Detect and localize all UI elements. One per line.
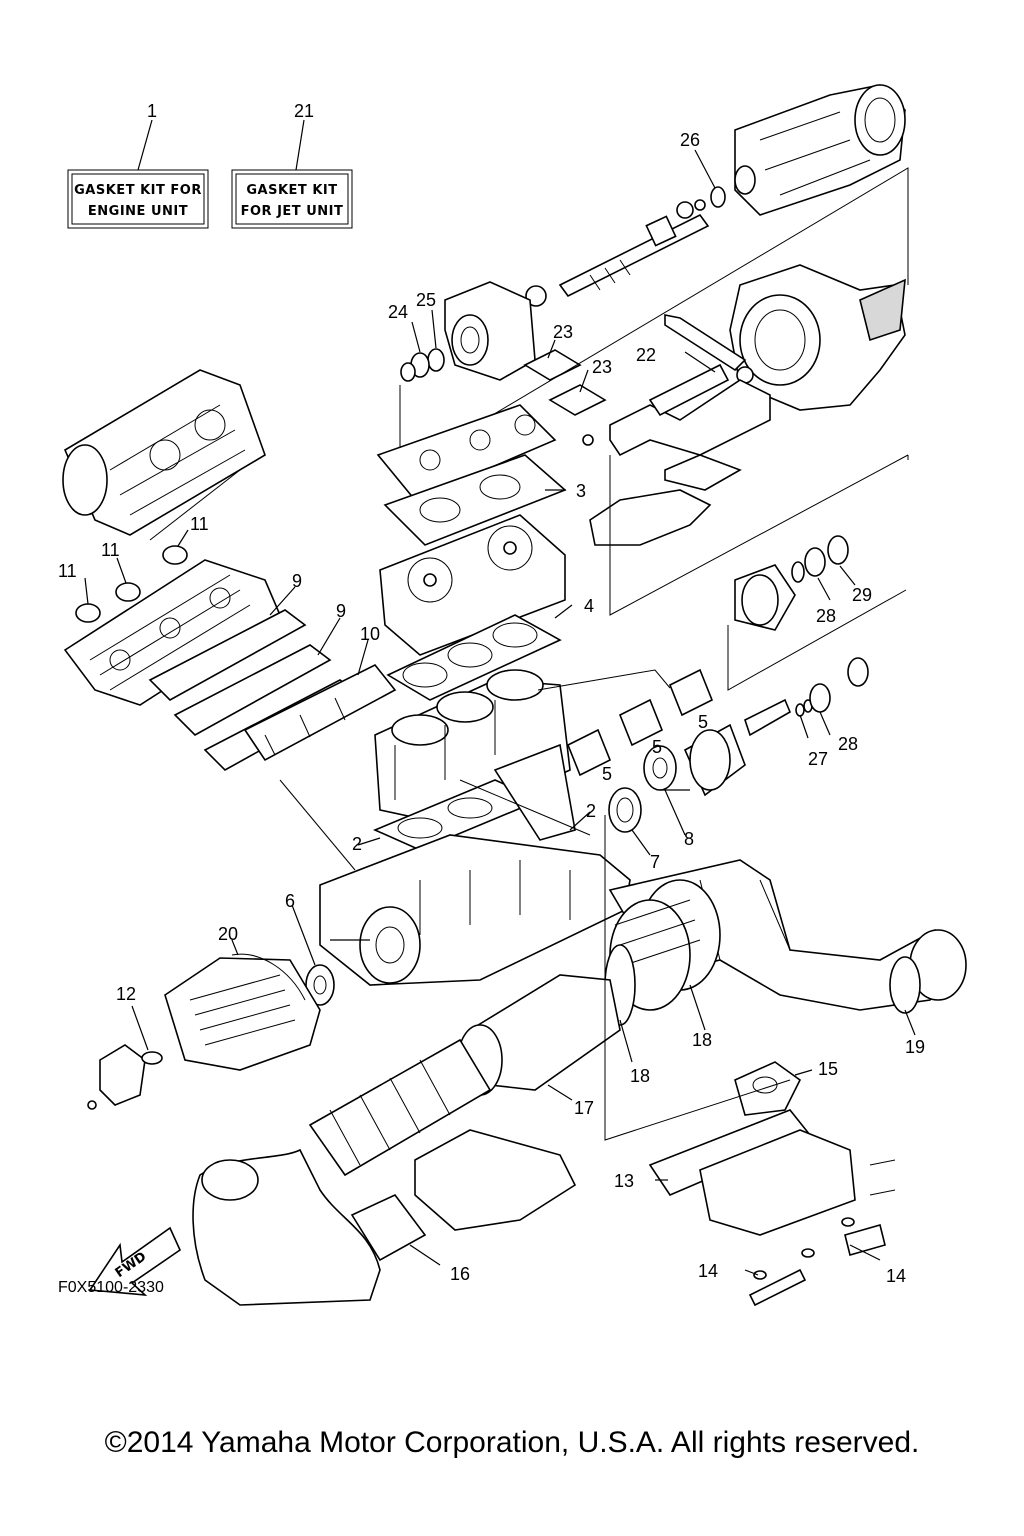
callout-14: 14: [698, 1261, 718, 1281]
callout-9: 9: [336, 601, 346, 621]
airbox: [62, 369, 266, 536]
callout-29: 29: [852, 585, 872, 605]
pump-cover: [164, 939, 321, 1071]
exhaust-covers-5: [537, 668, 714, 777]
callout-11: 11: [101, 540, 120, 560]
outlet-gasket-16: [350, 1194, 441, 1266]
jet-pump-housing: [734, 84, 906, 216]
callout-5: 5: [652, 737, 662, 757]
crankcase: [319, 834, 631, 986]
callout-11: 11: [58, 561, 77, 581]
callout-6: 6: [285, 891, 295, 911]
gasket-kit-engine-unit-box: GASKET KIT FOR ENGINE UNIT 1: [67, 101, 209, 229]
callout-25: 25: [416, 290, 436, 310]
callout-2: 2: [352, 834, 362, 854]
diagram-code: F0X5100-2330: [58, 1279, 164, 1296]
callout-5: 5: [602, 764, 612, 784]
callout-12: 12: [116, 984, 136, 1004]
callout-24: 24: [388, 302, 408, 322]
water-lock: [192, 1148, 381, 1306]
cylinder-gasket-4: [386, 604, 573, 701]
callout-10: 10: [360, 624, 380, 644]
plates-23: [523, 339, 607, 446]
o-rings-11: [75, 469, 241, 623]
callout-18: 18: [630, 1066, 650, 1086]
exhaust-outlet: [414, 1129, 577, 1231]
callout-9: 9: [292, 571, 302, 591]
callout-11: 11: [190, 514, 209, 534]
callout-20: 20: [218, 924, 238, 944]
callout-17: 17: [574, 1098, 594, 1118]
callout-22: 22: [636, 345, 656, 365]
bracket-lines-jet: [399, 167, 909, 691]
head-gasket-3: [383, 454, 567, 546]
kit-label-line2: ENGINE UNIT: [88, 204, 188, 219]
callout-23: 23: [592, 357, 612, 377]
jet-frame-22: [589, 314, 771, 546]
callout-21: 21: [294, 101, 314, 121]
callout-3: 3: [576, 481, 586, 501]
bearing-housing-28-29: [734, 535, 856, 631]
cylinder-block: [374, 669, 571, 826]
callout-13: 13: [614, 1171, 634, 1191]
cylinder-head: [379, 514, 566, 656]
bearing-housing-24-25: [400, 281, 536, 382]
callout-19: 19: [905, 1037, 925, 1057]
assembly-leader-lines: [279, 779, 591, 871]
callout-5: 5: [698, 712, 708, 732]
reed-valves-10: [243, 639, 397, 762]
callout-1: 1: [147, 101, 157, 121]
drive-shaft: [525, 199, 710, 307]
callout-28: 28: [816, 606, 836, 626]
gasket-kit-jet-unit-box: GASKET KIT FOR JET UNIT 21: [231, 101, 353, 229]
oil-pump-12: [87, 1005, 163, 1110]
callout-23: 23: [553, 322, 573, 342]
kit-label-line2: FOR JET UNIT: [241, 204, 344, 219]
exhaust-hose: [308, 1038, 492, 1177]
impeller-housing: [729, 264, 906, 411]
callout-14: 14: [886, 1266, 906, 1286]
ring-26: [694, 149, 726, 208]
fittings-14: [744, 1217, 886, 1307]
callout-27: 27: [808, 749, 828, 769]
exhaust-manifold-13-15: [604, 815, 896, 1236]
callout-numbers: 2 2 3 4 5 5 5 6 7 8 9 9 10 11 11 11 12 1…: [58, 130, 925, 1286]
base-gaskets-2: [357, 743, 591, 851]
callout-4: 4: [584, 596, 594, 616]
oil-seal-6: [291, 904, 335, 1006]
copyright-notice: ©2014 Yamaha Motor Corporation, U.S.A. A…: [105, 1426, 920, 1459]
callout-7: 7: [650, 852, 660, 872]
cylinder-head-cover: [376, 404, 557, 501]
callout-2: 2: [586, 801, 596, 821]
callout-15: 15: [818, 1059, 838, 1079]
kit-label-line1: GASKET KIT FOR: [74, 183, 202, 198]
callout-26: 26: [680, 130, 700, 150]
callout-28: 28: [838, 734, 858, 754]
coupling-shaft-27-28: [660, 657, 869, 797]
callout-8: 8: [684, 829, 694, 849]
callout-18: 18: [692, 1030, 712, 1050]
fwd-arrow-icon: FWD: [88, 1226, 182, 1297]
kit-label-line1: GASKET KIT: [246, 183, 337, 198]
callout-16: 16: [450, 1264, 470, 1284]
seals-7-8: [608, 745, 686, 856]
